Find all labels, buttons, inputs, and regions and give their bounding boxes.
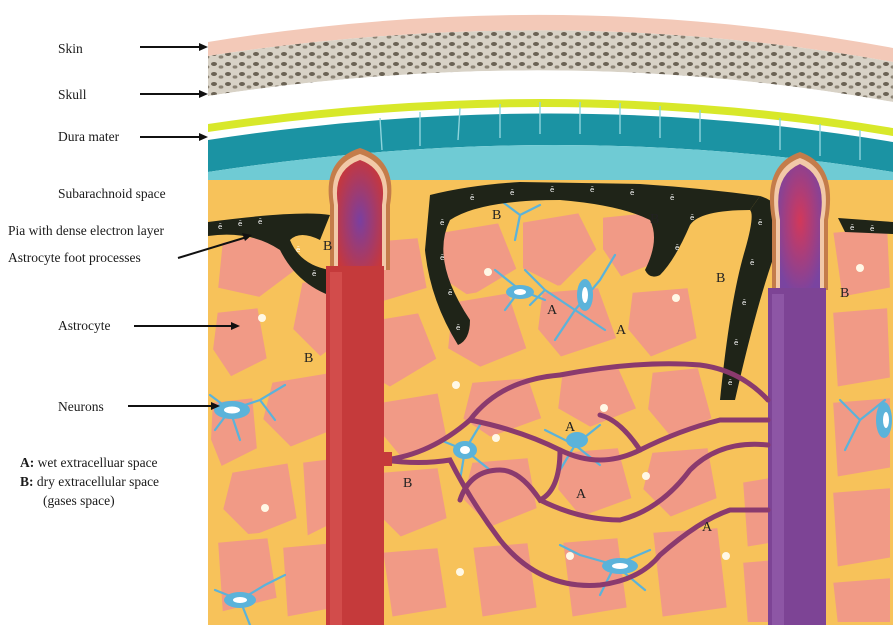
label-b: B	[403, 476, 412, 491]
svg-text:ē: ē	[750, 259, 754, 267]
artery-bulb	[326, 148, 391, 272]
svg-text:ē: ē	[742, 299, 746, 307]
label-a: A	[702, 520, 713, 535]
svg-text:ē: ē	[690, 214, 694, 222]
label-neurons: Neurons	[58, 399, 104, 414]
label-subarachnoid-space: Subarachnoid space	[58, 186, 166, 201]
svg-text:ē: ē	[675, 244, 679, 252]
svg-text:ē: ē	[440, 254, 444, 262]
svg-text:ē: ē	[734, 339, 738, 347]
label-pia: Pia with dense electron layer	[8, 223, 164, 238]
label-a: A	[565, 420, 576, 435]
label-b: B	[716, 271, 725, 286]
svg-text:ē: ē	[550, 186, 554, 194]
label-a: A	[616, 323, 627, 338]
label-b: B	[492, 208, 501, 223]
svg-text:ē: ē	[238, 220, 242, 228]
svg-text:ē: ē	[258, 218, 262, 226]
label-dura-mater: Dura mater	[58, 129, 120, 144]
label-astrocyte: Astrocyte	[58, 318, 110, 333]
svg-text:ē: ē	[510, 189, 514, 197]
label-b: B	[304, 351, 313, 366]
svg-text:ē: ē	[218, 223, 222, 231]
label-b: B	[650, 212, 659, 227]
label-a: A	[576, 487, 587, 502]
svg-text:ē: ē	[850, 224, 854, 232]
label-astrocyte-foot: Astrocyte foot processes	[8, 250, 141, 265]
svg-text:ē: ē	[630, 189, 634, 197]
svg-text:ē: ē	[448, 289, 452, 297]
label-skull: Skull	[58, 87, 87, 102]
svg-text:ē: ē	[728, 379, 732, 387]
svg-text:ē: ē	[296, 246, 300, 254]
legend-a: A: wet extracelluar space	[20, 453, 159, 472]
svg-text:ē: ē	[470, 194, 474, 202]
artery	[326, 268, 384, 625]
svg-text:ē: ē	[312, 270, 316, 278]
label-skin: Skin	[58, 41, 83, 56]
legend: A: wet extracelluar space B: dry extrace…	[20, 453, 159, 510]
svg-text:ē: ē	[456, 324, 460, 332]
vein-bulb	[768, 152, 830, 294]
svg-text:ē: ē	[758, 219, 762, 227]
label-b: B	[323, 239, 332, 254]
structure-labels: Skin Skull Dura mater Subarachnoid space…	[8, 41, 166, 414]
label-a: A	[547, 303, 558, 318]
svg-text:ē: ē	[870, 225, 874, 233]
label-b: B	[840, 286, 849, 301]
svg-text:ē: ē	[670, 194, 674, 202]
legend-b: B: dry extracellular space	[20, 472, 159, 491]
legend-b-sub: (gases space)	[20, 491, 159, 510]
vein	[768, 290, 826, 625]
svg-text:ē: ē	[440, 219, 444, 227]
svg-text:ē: ē	[590, 186, 594, 194]
